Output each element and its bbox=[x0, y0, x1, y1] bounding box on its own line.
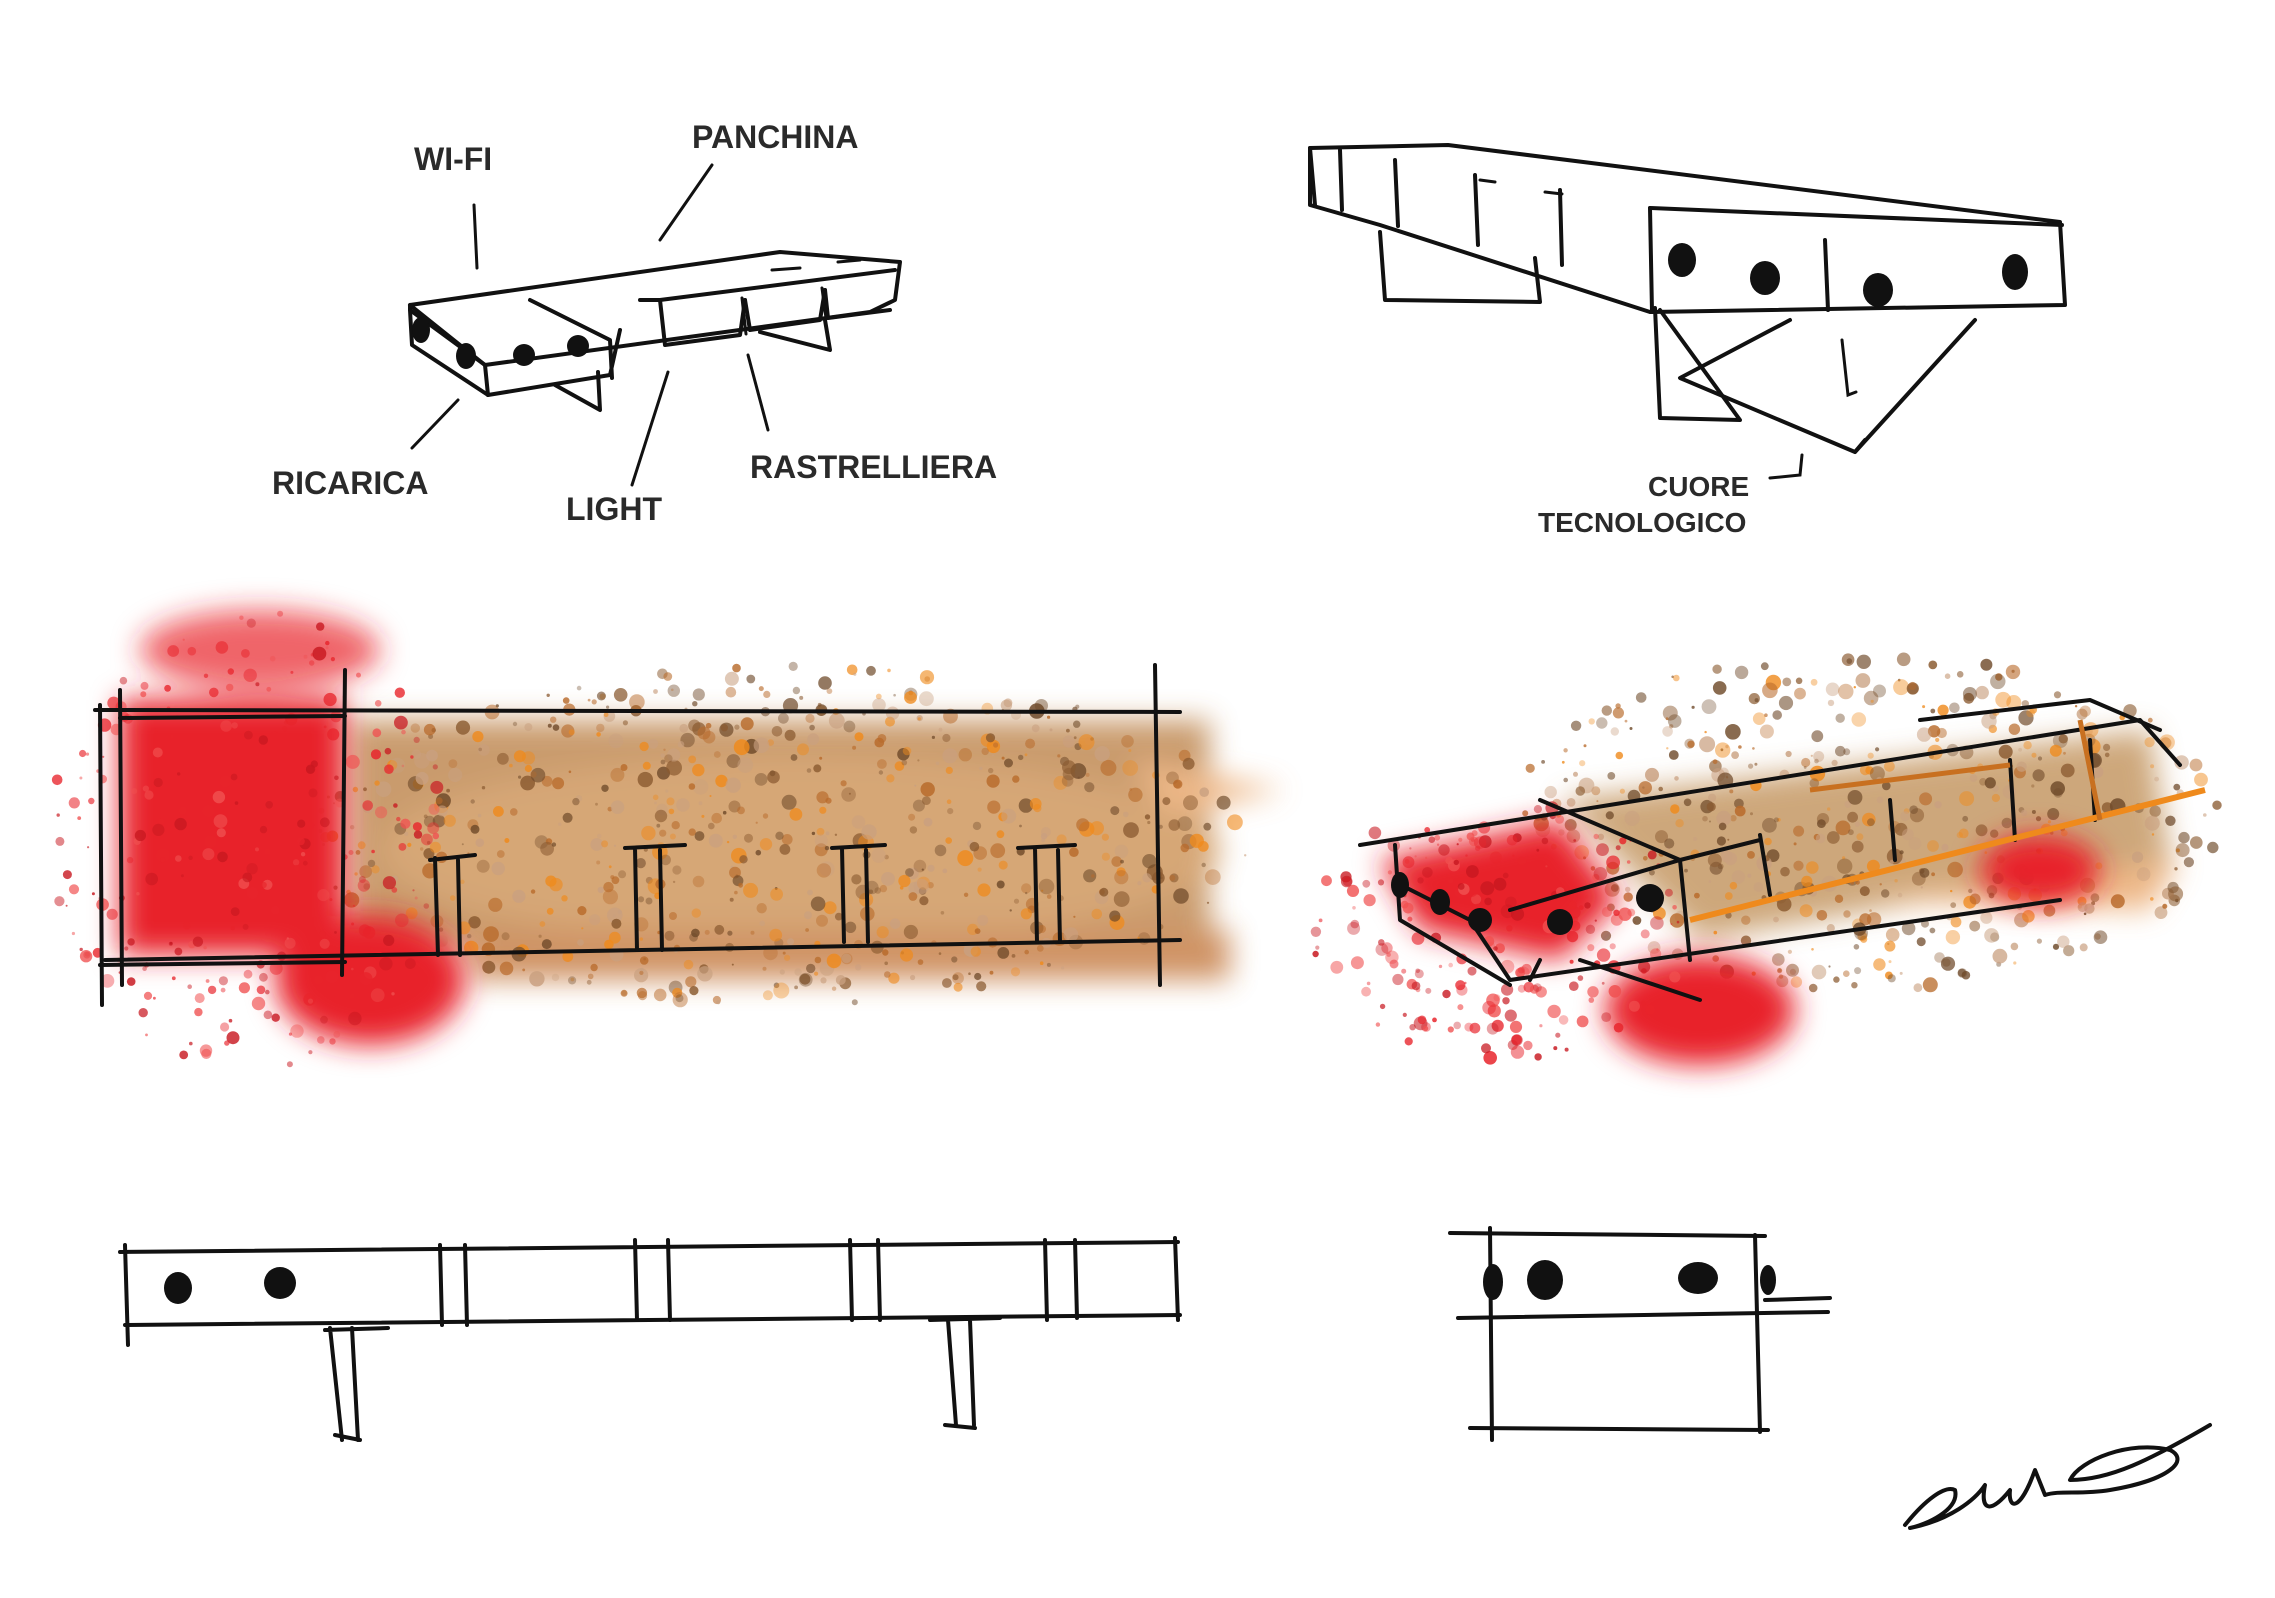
cuore-label-line2: TECNOLOGICO bbox=[1538, 507, 1746, 538]
red-speckle bbox=[51, 610, 444, 1068]
light-label: LIGHT bbox=[566, 491, 662, 527]
rastrelliera-label: RASTRELLIERA bbox=[750, 449, 997, 485]
wifi-label: WI-FI bbox=[414, 141, 492, 177]
rastrelliera-leader bbox=[746, 353, 770, 432]
panchina-label: PANCHINA bbox=[692, 119, 859, 155]
rust-speckle bbox=[308, 661, 1247, 1008]
cuore-leader bbox=[1768, 453, 1804, 480]
signature bbox=[1903, 1423, 2212, 1530]
side-section bbox=[1448, 1226, 1832, 1442]
labelled-bench-sketch: WI-FI PANCHINA RICARICA LIGHT RASTRELLIE… bbox=[272, 119, 997, 527]
light-leader bbox=[630, 370, 670, 487]
colored-perspective-view bbox=[1310, 652, 2222, 1065]
colored-plan-view bbox=[51, 610, 1285, 1068]
panchina-leader bbox=[658, 163, 714, 242]
ricarica-label: RICARICA bbox=[272, 465, 428, 501]
front-elevation bbox=[118, 1236, 1182, 1442]
cuore-label-line1: CUORE bbox=[1648, 471, 1749, 502]
wifi-leader bbox=[472, 203, 479, 270]
bench-core-sketch: CUORE TECNOLOGICO bbox=[1308, 143, 2067, 538]
ricarica-leader bbox=[410, 398, 460, 450]
